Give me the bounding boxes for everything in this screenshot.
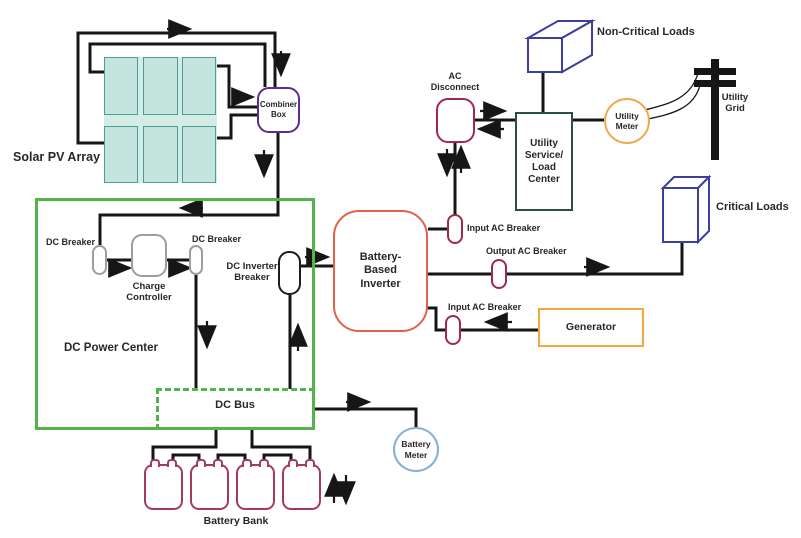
dc-breaker-right (189, 245, 203, 275)
ac-disconnect (436, 98, 475, 143)
battery-terminal (305, 459, 315, 467)
input-ac-breaker-top (447, 214, 463, 244)
dc-power-center-box (35, 198, 315, 430)
combiner-box: Combiner Box (257, 87, 300, 133)
ac-disconnect-label: AC Disconnect (430, 71, 480, 92)
pv-panel (143, 57, 178, 115)
battery-terminal (288, 459, 298, 467)
output-ac-breaker-label: Output AC Breaker (486, 246, 567, 256)
dc-bus-box (156, 388, 315, 430)
utility-pole-mast (711, 59, 719, 160)
non-critical-loads-front-face (527, 37, 563, 73)
charge-controller-label: Charge Controller (126, 281, 172, 304)
utility-grid-label: Utility Grid (721, 92, 749, 115)
pv-panel (182, 57, 216, 115)
battery-terminal (259, 459, 269, 467)
dc-breaker-left-label: DC Breaker (46, 237, 96, 247)
input-ac-breaker-bottom (445, 315, 461, 345)
pv-panel (104, 57, 138, 115)
battery-meter: Battery Meter (393, 427, 439, 472)
generator: Generator (538, 308, 644, 347)
wire-battery1-battery2 (171, 453, 201, 461)
flow-arrows (108, 19, 611, 506)
dc-breaker-left (92, 245, 107, 275)
non-critical-loads-label: Non-Critical Loads (597, 26, 695, 38)
battery (236, 459, 275, 510)
wire-dc-bus-to-battery4 (250, 430, 312, 460)
critical-loads-label: Critical Loads (716, 201, 789, 213)
charge-controller (131, 234, 167, 277)
critical-loads-front-face (662, 187, 699, 243)
input-ac-breaker-bottom-label: Input AC Breaker (448, 302, 522, 312)
dc-breaker-right-label: DC Breaker (192, 234, 242, 244)
non-critical-loads-box (524, 19, 596, 74)
battery-terminal (150, 459, 160, 467)
utility-pole-crossarm-bottom (694, 80, 736, 87)
input-ac-breaker-top-label: Input AC Breaker (467, 223, 541, 233)
utility-pole (694, 59, 736, 160)
battery (144, 459, 183, 510)
battery-terminal (196, 459, 206, 467)
wire-pv-top-to-combiner (216, 64, 257, 109)
battery-bank-label: Battery Bank (203, 515, 269, 527)
battery-terminal (167, 459, 177, 467)
battery (190, 459, 229, 510)
wire-output-to-critical-loads (428, 242, 684, 276)
battery (282, 459, 321, 510)
dc-inverter-breaker-label: DC Inverter Breaker (226, 261, 278, 284)
battery-terminal (242, 459, 252, 467)
battery-based-inverter: Battery- Based Inverter (333, 210, 428, 332)
utility-service-load-center: Utility Service/ Load Center (515, 112, 573, 211)
critical-loads-side-face (697, 174, 710, 245)
critical-loads-box (660, 174, 712, 245)
utility-drop-wires (644, 72, 701, 120)
dc-bus-label: DC Bus (215, 399, 255, 411)
utility-pole-crossarm-top (694, 68, 736, 75)
wire-battery2-battery3 (216, 453, 247, 461)
pv-panel (104, 126, 138, 183)
wire-dc-bus-to-battery1 (151, 430, 218, 460)
battery-terminal (213, 459, 223, 467)
dc-power-center-label: DC Power Center (64, 342, 158, 354)
wire-pv-inner-loop (88, 42, 267, 87)
utility-drop-wire-2 (647, 84, 701, 120)
utility-meter: Utility Meter (604, 98, 650, 144)
utility-drop-wire-1 (644, 72, 699, 111)
pv-panel (182, 126, 216, 183)
wire-pv-outer-loop (76, 31, 277, 145)
wire-pv-bottom-to-combiner (216, 113, 257, 140)
solar-pv-array-label: Solar PV Array (13, 150, 101, 164)
wire-dc-bus-to-battery-meter (315, 407, 418, 427)
wire-battery3-battery4 (262, 453, 293, 461)
pv-panel (143, 126, 178, 183)
dc-inverter-breaker (278, 251, 301, 295)
output-ac-breaker (491, 259, 507, 289)
